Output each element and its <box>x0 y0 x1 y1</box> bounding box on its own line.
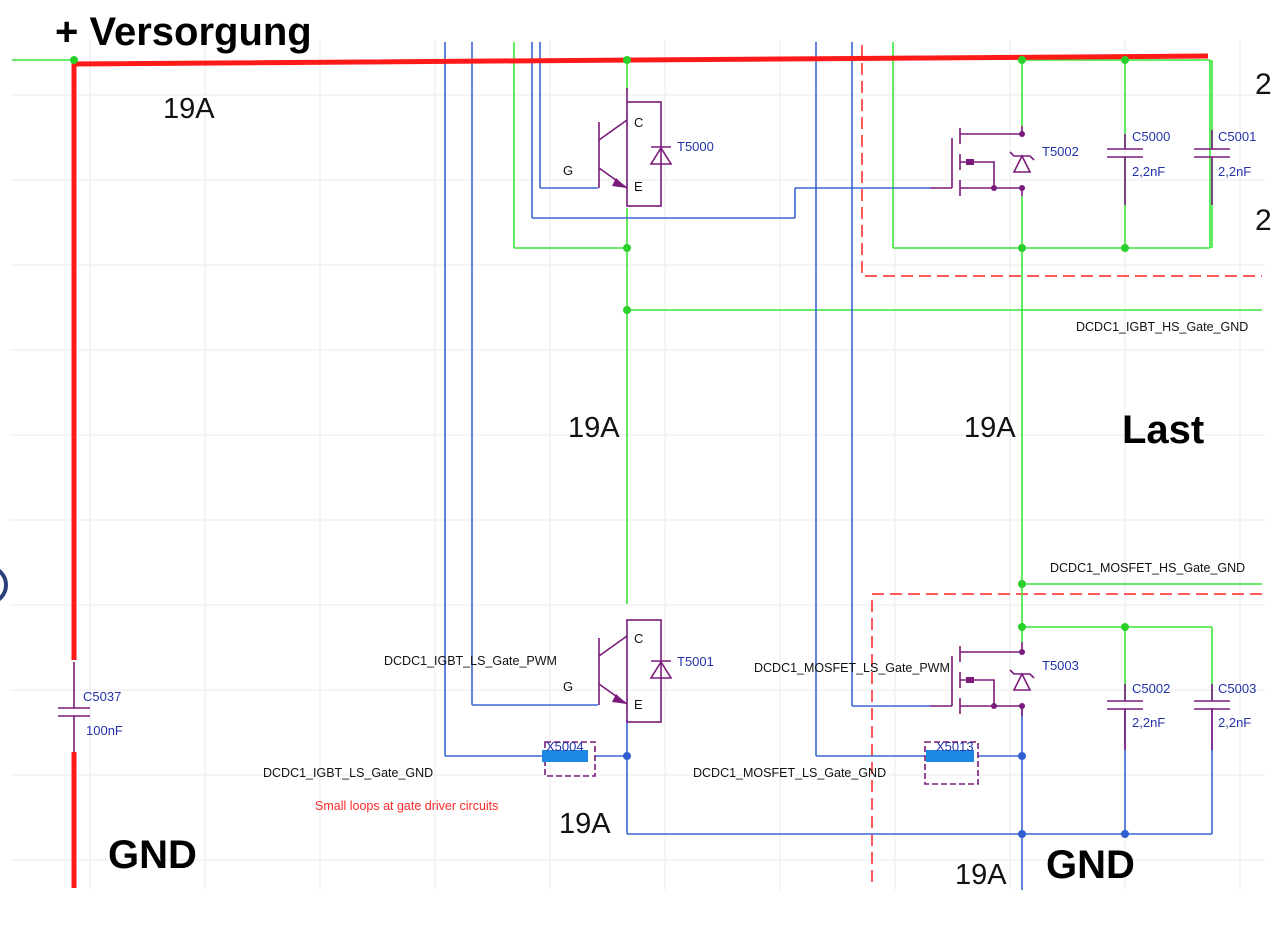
pin-c-t5000: C <box>634 115 643 130</box>
jumper-x5004 <box>542 741 596 777</box>
pin-c-t5001: C <box>634 631 643 646</box>
cutoff-circle <box>0 569 8 601</box>
ref-t5000: T5000 <box>677 139 714 154</box>
gate-wires <box>444 42 1213 890</box>
pin-g-t5001: G <box>563 679 573 694</box>
net-igbt-ls-gate-gnd: DCDC1_IGBT_LS_Gate_GND <box>263 766 433 780</box>
current-mid-left: 19A <box>568 412 620 444</box>
mosfet-t5002 <box>930 126 1035 196</box>
capacitor-c5002 <box>1107 684 1143 750</box>
pin-e-t5001: E <box>634 697 643 712</box>
load-label: Last <box>1122 408 1204 452</box>
value-c5001: 2,2nF <box>1218 164 1251 179</box>
igbt-t5001 <box>598 619 673 723</box>
gnd-label-right: GND <box>1046 843 1135 887</box>
current-bottom-right: 19A <box>955 859 1007 891</box>
current-top-left: 19A <box>163 93 215 125</box>
gate-loop-note: Small loops at gate driver circuits <box>315 799 498 813</box>
ref-x5004: X5004 <box>546 739 584 754</box>
supply-label: + Versorgung <box>55 10 312 54</box>
hs-boundary-region <box>861 45 1262 277</box>
ref-t5001: T5001 <box>677 654 714 669</box>
net-igbt-hs-gate-gnd: DCDC1_IGBT_HS_Gate_GND <box>1076 320 1248 334</box>
value-c5002: 2,2nF <box>1132 715 1165 730</box>
power-wires <box>12 42 1262 700</box>
ref-c5001: C5001 <box>1218 129 1256 144</box>
cutoff-digit-top: 2 <box>1255 68 1272 101</box>
ref-c5000: C5000 <box>1132 129 1170 144</box>
ref-c5002: C5002 <box>1132 681 1170 696</box>
net-igbt-ls-gate-pwm: DCDC1_IGBT_LS_Gate_PWM <box>384 654 557 668</box>
igbt-t5000 <box>598 88 673 207</box>
value-c5037: 100nF <box>86 723 123 738</box>
value-c5000: 2,2nF <box>1132 164 1165 179</box>
capacitor-c5003 <box>1194 684 1230 750</box>
current-bottom-left: 19A <box>559 808 611 840</box>
net-mosfet-hs-gate-gnd: DCDC1_MOSFET_HS_Gate_GND <box>1050 561 1245 575</box>
ref-c5037: C5037 <box>83 689 121 704</box>
ref-x5013: X5013 <box>936 739 974 754</box>
net-mosfet-ls-gate-pwm: DCDC1_MOSFET_LS_Gate_PWM <box>754 661 950 675</box>
pin-e-t5000: E <box>634 179 643 194</box>
pin-g-t5000: G <box>563 163 573 178</box>
background-grid <box>10 40 1265 890</box>
capacitor-c5037 <box>58 662 90 752</box>
capacitor-c5001 <box>1194 130 1230 205</box>
ref-t5002: T5002 <box>1042 144 1079 159</box>
current-mid-right: 19A <box>964 412 1016 444</box>
net-mosfet-ls-gate-gnd: DCDC1_MOSFET_LS_Gate_GND <box>693 766 886 780</box>
jumper-x5013 <box>924 741 979 785</box>
junction-dots <box>70 56 1129 838</box>
ref-c5003: C5003 <box>1218 681 1256 696</box>
ls-boundary-region <box>871 593 1262 885</box>
value-c5003: 2,2nF <box>1218 715 1251 730</box>
cutoff-digit-bottom: 2 <box>1255 204 1272 237</box>
ref-t5003: T5003 <box>1042 658 1079 673</box>
gnd-label-left: GND <box>108 833 197 877</box>
mosfet-t5003 <box>930 642 1035 716</box>
capacitor-c5000 <box>1107 134 1143 205</box>
